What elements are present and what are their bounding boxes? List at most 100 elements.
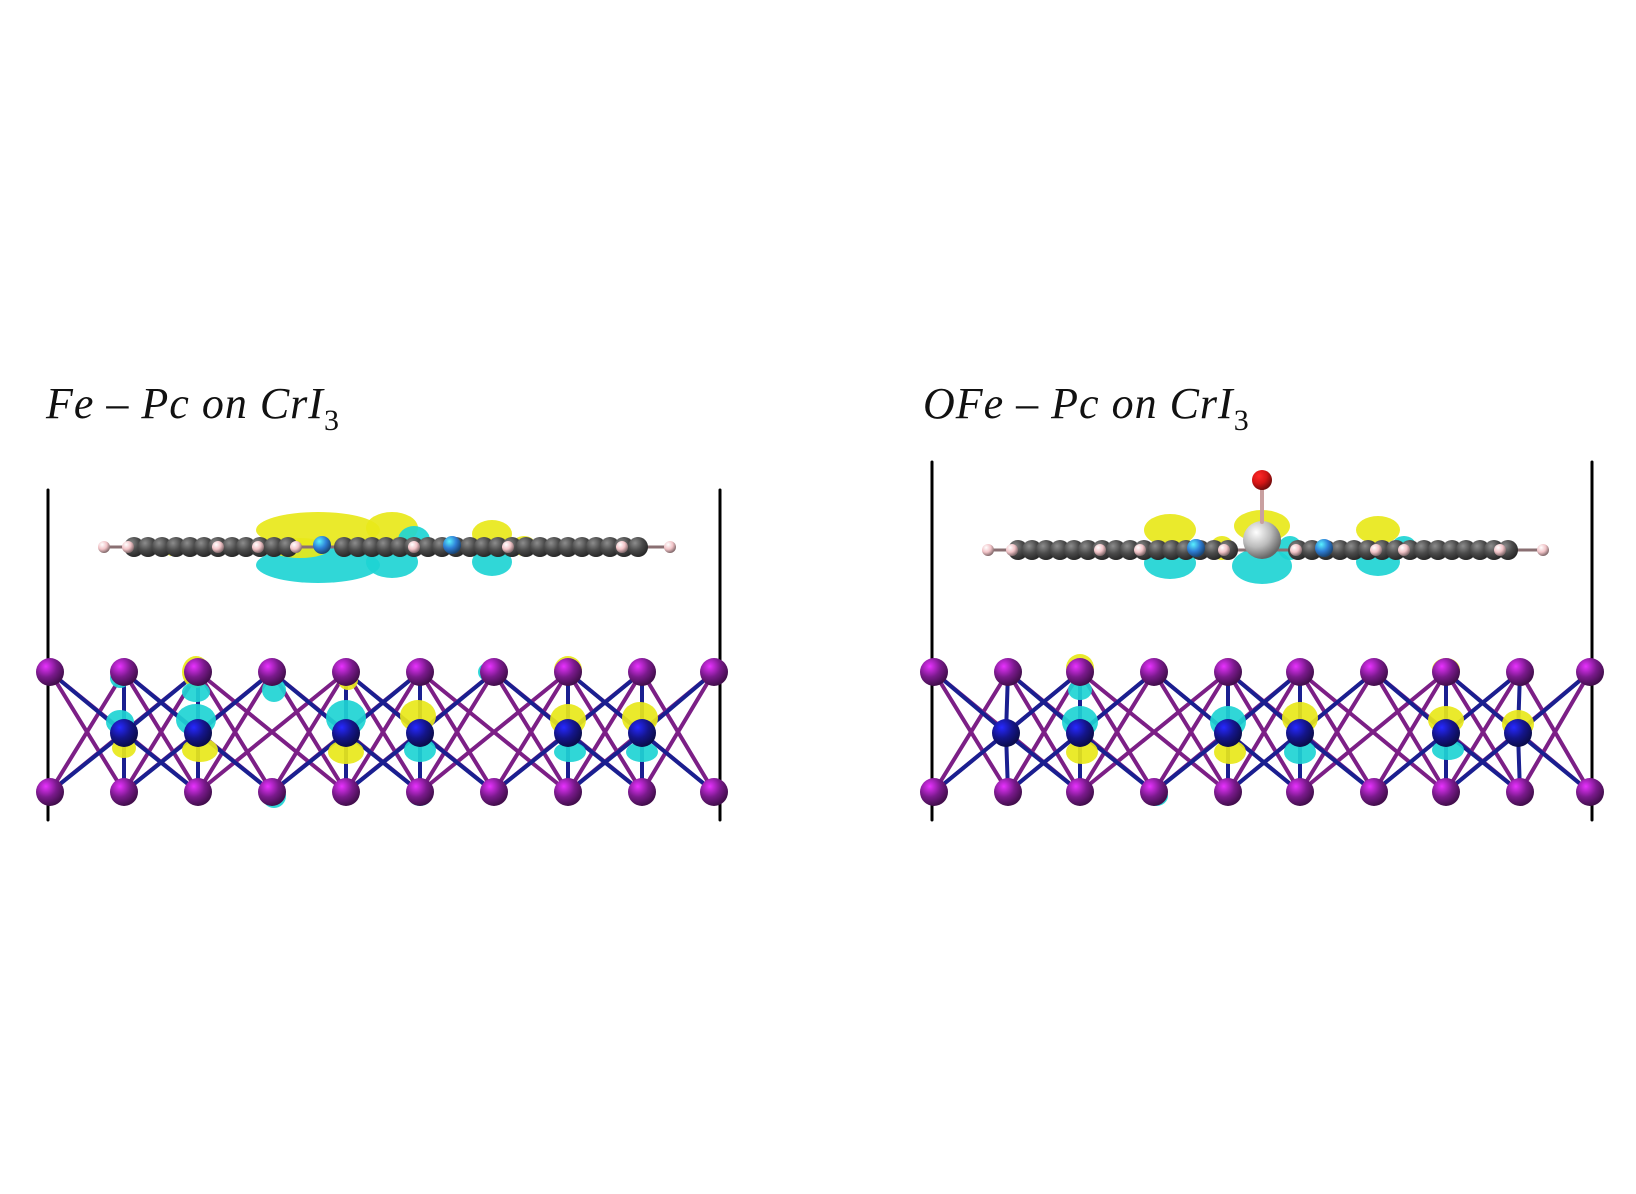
- chromium-atom: [1432, 719, 1460, 747]
- chromium-atom: [628, 719, 656, 747]
- chromium-atom: [110, 719, 138, 747]
- carbon-atom: [1148, 540, 1168, 560]
- iodine-atom: [1432, 778, 1460, 806]
- hydrogen-atom: [98, 541, 110, 553]
- chromium-atom: [1066, 719, 1094, 747]
- phthalocyanine-molecule: [98, 512, 676, 583]
- iodine-atom: [184, 778, 212, 806]
- carbon-atom: [530, 537, 550, 557]
- carbon-atom: [544, 537, 564, 557]
- bond: [418, 670, 570, 794]
- iodine-atom: [554, 658, 582, 686]
- density-lobe: [1144, 514, 1196, 546]
- carbon-atom: [138, 537, 158, 557]
- iodine-atom: [1576, 778, 1604, 806]
- iodine-atom: [1432, 658, 1460, 686]
- iodine-atom: [406, 778, 434, 806]
- carbon-atom: [600, 537, 620, 557]
- bond: [1152, 670, 1230, 794]
- bond: [566, 670, 644, 794]
- bond: [1444, 731, 1520, 794]
- density-lobe: [1232, 548, 1292, 584]
- carbon-atom: [1120, 540, 1140, 560]
- iodine-atom: [184, 658, 212, 686]
- panel-fe-pc: [36, 488, 728, 822]
- hydrogen-atom: [664, 541, 676, 553]
- carbon-atom: [1204, 540, 1224, 560]
- carbon-atom: [1456, 540, 1476, 560]
- carbon-atom: [376, 537, 396, 557]
- iodine-atom: [994, 778, 1022, 806]
- chromium-atom: [554, 719, 582, 747]
- carbon-atom: [194, 537, 214, 557]
- bond: [1444, 670, 1522, 794]
- density-lobe: [554, 742, 586, 762]
- iodine-atom: [1506, 658, 1534, 686]
- density-lobe: [1356, 516, 1400, 544]
- panel-label-fe-pc: Fe – Pc on CrI3: [46, 379, 340, 437]
- iodine-atom: [1066, 778, 1094, 806]
- density-lobe: [1068, 680, 1092, 700]
- nitrogen-atom: [443, 536, 461, 554]
- carbon-atom: [1022, 540, 1042, 560]
- carbon-atom: [1330, 540, 1350, 560]
- chromium-atom: [332, 719, 360, 747]
- iodine-atom: [258, 778, 286, 806]
- iodine-atom: [1576, 658, 1604, 686]
- bond: [640, 670, 716, 794]
- iodine-atom: [628, 778, 656, 806]
- carbon-atom: [1036, 540, 1056, 560]
- bond: [48, 731, 126, 794]
- bond: [1078, 731, 1156, 794]
- bond: [1226, 731, 1302, 794]
- bond: [196, 670, 348, 794]
- iodine-atom: [480, 658, 508, 686]
- bond: [48, 670, 126, 794]
- iodine-atom: [1214, 658, 1242, 686]
- hydrogen-atom: [502, 541, 514, 553]
- iodine-atom: [1286, 778, 1314, 806]
- iodine-atom: [332, 778, 360, 806]
- panel-ofe-pc: [920, 460, 1604, 822]
- carbon-atom: [1428, 540, 1448, 560]
- iodine-atom: [1140, 778, 1168, 806]
- bond: [492, 731, 570, 794]
- nitrogen-atom: [1187, 539, 1205, 557]
- iodine-atom: [110, 778, 138, 806]
- hydrogen-atom: [212, 541, 224, 553]
- bond: [932, 670, 1010, 794]
- hydrogen-atom: [122, 541, 134, 553]
- bond: [1078, 670, 1156, 794]
- carbon-atom: [628, 537, 648, 557]
- bond: [344, 670, 422, 794]
- chromium-atom: [406, 719, 434, 747]
- carbon-atom: [166, 537, 186, 557]
- iodine-atom: [332, 658, 360, 686]
- hydrogen-atom: [1494, 544, 1506, 556]
- carbon-atom: [180, 537, 200, 557]
- hydrogen-atom: [1006, 544, 1018, 556]
- carbon-atom: [474, 537, 494, 557]
- chromium-atom: [1214, 719, 1242, 747]
- bond: [932, 731, 1008, 794]
- carbon-atom: [418, 537, 438, 557]
- carbon-atom: [1162, 540, 1182, 560]
- iodine-atom: [1360, 778, 1388, 806]
- density-lobe: [1214, 740, 1246, 764]
- density-lobe: [182, 682, 210, 702]
- oxygen-atom: [1252, 470, 1272, 490]
- hydrogen-atom: [1218, 544, 1230, 556]
- carbon-atom: [264, 537, 284, 557]
- carbon-atom: [1470, 540, 1490, 560]
- hydrogen-atom: [616, 541, 628, 553]
- carbon-atom: [222, 537, 242, 557]
- iodine-atom: [258, 658, 286, 686]
- cri3-layer: [920, 654, 1604, 806]
- carbon-atom: [152, 537, 172, 557]
- carbon-atom: [236, 537, 256, 557]
- carbon-atom: [1442, 540, 1462, 560]
- iodine-atom: [1140, 658, 1168, 686]
- carbon-atom: [1106, 540, 1126, 560]
- nitrogen-atom: [1315, 539, 1333, 557]
